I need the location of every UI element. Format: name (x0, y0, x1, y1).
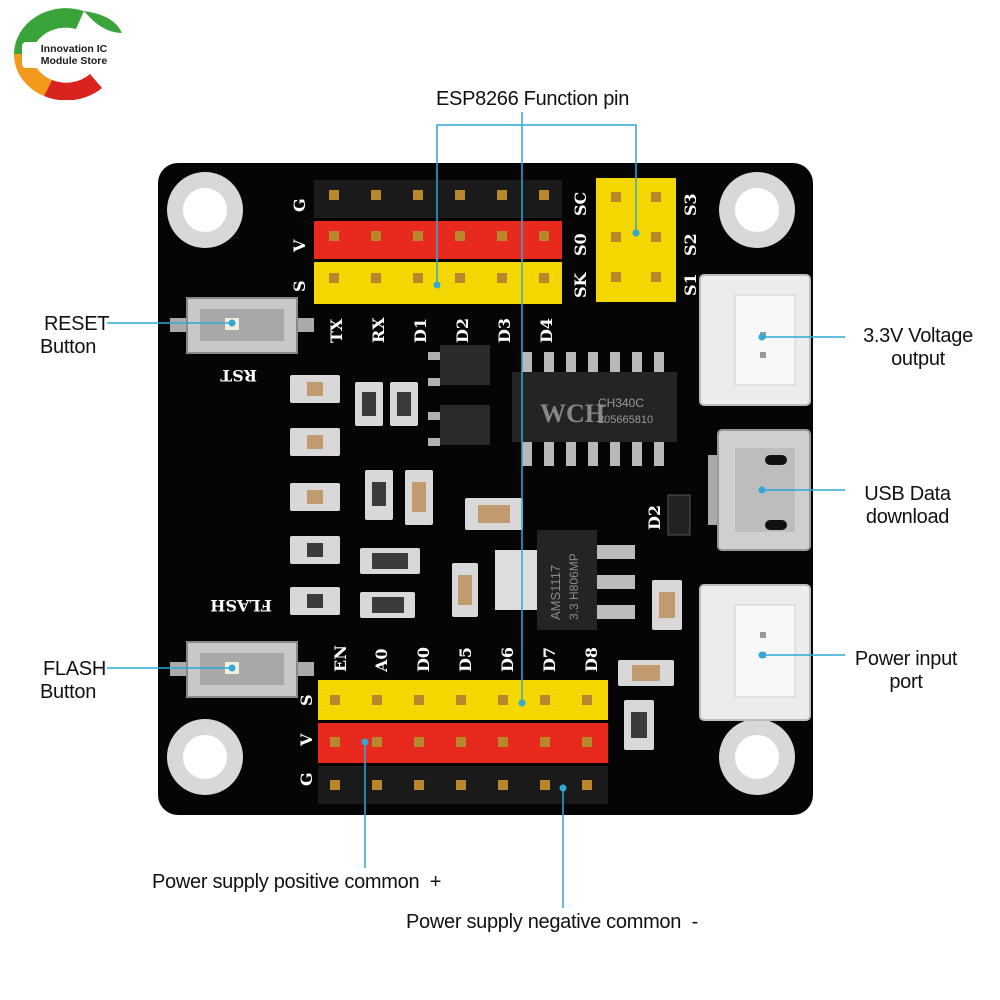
logo-line-1: Innovation IC (40, 43, 108, 55)
chip-brand: WCH (540, 399, 605, 428)
pcb-board (158, 163, 813, 815)
mounting-hole-top-right (719, 172, 795, 248)
voltage-callout-line-1: 3.3V Voltage (863, 325, 973, 347)
spi-label: S3 (681, 193, 700, 216)
bottom-header-red-row (318, 723, 608, 763)
positive-common-callout: Power supply positive common + (152, 871, 442, 893)
flash-silk-label: FLASH (210, 596, 272, 615)
regulator-label-2: 3.3 H806MP (567, 553, 581, 620)
mounting-hole-top-left (167, 172, 243, 248)
logo-text: Innovation IC Module Store (22, 42, 126, 68)
spi-label: S1 (681, 273, 700, 296)
reset-button-callout: RESET Button (40, 313, 109, 359)
power-input-line-1: Power input (854, 648, 958, 670)
top-label-g: G (290, 198, 309, 212)
power-input-line-2: port (889, 671, 923, 693)
usb-callout: USB Data download (850, 483, 965, 529)
spi-label: SK (571, 271, 590, 298)
bottom-label-s: S (297, 694, 316, 706)
rst-silk-label: RST (220, 366, 257, 385)
negative-common-callout: Power supply negative common - (406, 911, 698, 933)
reset-button[interactable] (170, 297, 314, 354)
top-pin-label: D1 (411, 318, 430, 343)
bottom-pin-label: D8 (582, 647, 601, 672)
usb-callout-line-2: download (865, 506, 950, 528)
flash-callout-line-1: FLASH (43, 658, 106, 680)
bottom-pin-label: D7 (540, 647, 559, 672)
chip-code: 205665810 (598, 414, 653, 426)
top-pin-label: TX (327, 318, 346, 343)
logo-line-2: Module Store (40, 55, 108, 67)
mounting-hole-bottom-right (719, 719, 795, 795)
reset-callout-line-2: Button (40, 336, 97, 358)
bottom-pin-label: D5 (456, 647, 475, 672)
smd-capacitors-left (290, 375, 340, 615)
flash-button-callout: FLASH Button (40, 658, 106, 704)
bottom-header-yellow-row (318, 680, 608, 720)
top-header-red-row (314, 221, 562, 259)
power-input-callout: Power input port (845, 648, 967, 694)
regulator-label-1: AMS1117 (548, 565, 563, 620)
voltage-output-callout: 3.3V Voltage output (848, 325, 988, 371)
ch340c-chip (512, 352, 677, 466)
smd-right (618, 580, 682, 750)
top-label-v: V (290, 239, 309, 253)
spi-label: SC (571, 192, 590, 216)
voltage-output-connector[interactable] (699, 274, 811, 406)
bottom-label-v: V (297, 733, 316, 747)
bottom-pin-label: EN (331, 645, 350, 672)
bottom-pin-label: D6 (498, 647, 517, 672)
top-pin-label: D4 (537, 318, 556, 343)
usb-callout-line-1: USB Data (864, 483, 951, 505)
smd-resistors-middle (355, 382, 523, 618)
bottom-label-g: G (297, 772, 316, 786)
callout-lines (107, 112, 845, 908)
reset-callout-line-1: RESET (44, 313, 110, 335)
top-header-black-row (314, 180, 562, 218)
mounting-hole-bottom-left (167, 719, 243, 795)
function-pin-callout: ESP8266 Function pin (436, 88, 630, 110)
bottom-pin-label: D0 (414, 647, 433, 672)
spi-label: S0 (571, 233, 590, 256)
top-pin-label: RX (369, 317, 388, 343)
ams1117-regulator (495, 530, 635, 630)
bottom-header-black-row (318, 766, 608, 804)
power-input-connector[interactable] (699, 584, 811, 721)
flash-callout-line-2: Button (40, 681, 97, 703)
top-pin-label: D3 (495, 318, 514, 343)
callout-dots (228, 229, 766, 792)
diode-d2 (667, 494, 691, 536)
voltage-callout-line-2: output (891, 348, 945, 370)
transistors (428, 345, 490, 446)
top-label-s: S (290, 280, 309, 292)
top-pin-label: D2 (453, 318, 472, 343)
spi-label: S2 (681, 233, 700, 256)
flash-button[interactable] (170, 641, 314, 698)
bottom-pin-label: A0 (372, 648, 391, 673)
chip-model: CH340C (598, 396, 644, 410)
diode-label: D2 (645, 505, 664, 530)
